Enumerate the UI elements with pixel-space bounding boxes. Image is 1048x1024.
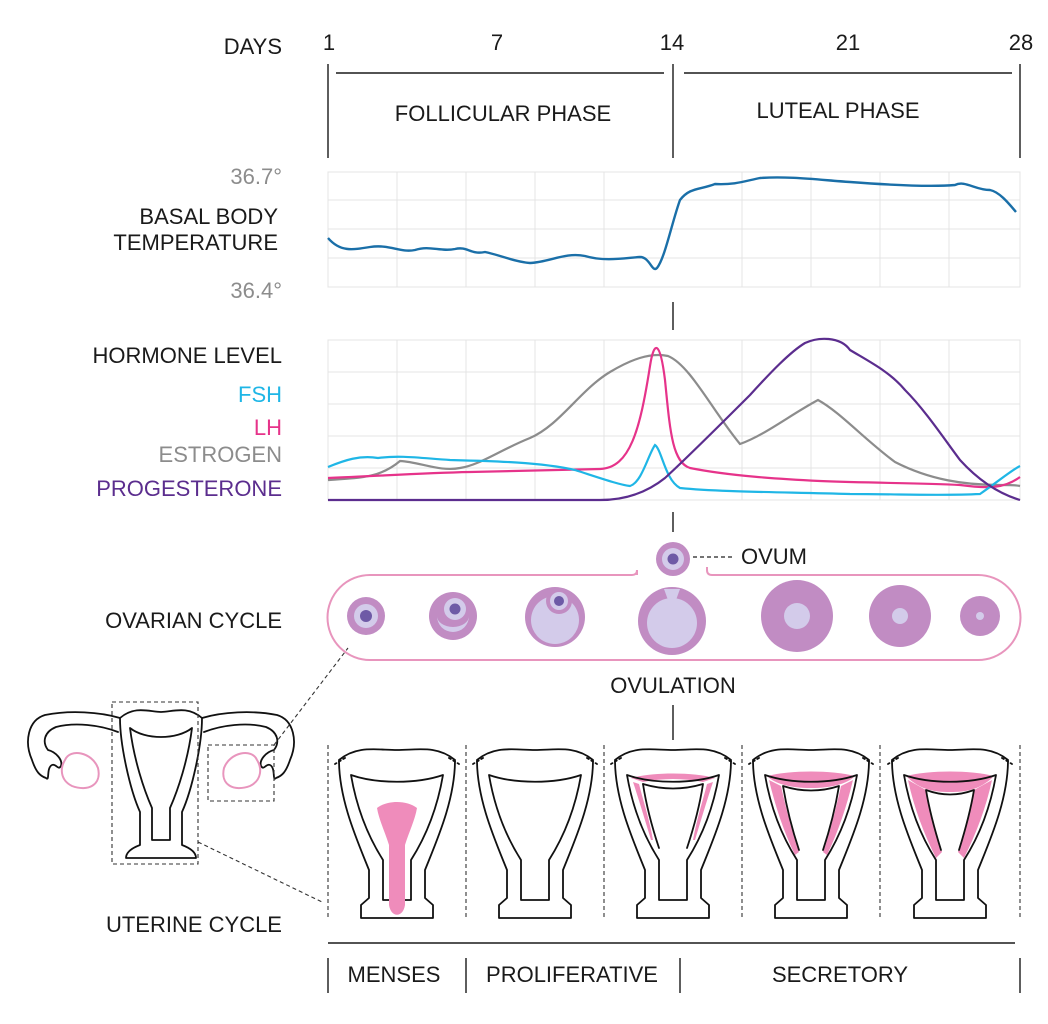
ovary-zoom-box [207, 744, 275, 802]
secondary-follicle [525, 587, 585, 647]
ovary-outline [326, 567, 1022, 661]
uterus-secretory-late [887, 748, 1013, 919]
bbt-min-label: 36.4° [230, 278, 282, 303]
right-fallopian-tube [201, 711, 295, 780]
hormone-title: HORMONE LEVEL [93, 343, 283, 368]
bbt-grid [328, 172, 1020, 287]
estrogen-curve [327, 353, 1021, 488]
days-label: DAYS [224, 34, 282, 59]
bbt-curve [327, 176, 1017, 271]
primordial-follicle [347, 597, 385, 635]
corpus-albicans [960, 596, 1000, 636]
fsh-curve [327, 443, 1021, 496]
corpus-luteum-medium [869, 585, 931, 647]
ovulation-label: OVULATION [610, 673, 736, 698]
days-timeline: DAYS 1 7 14 21 28 FOLLICULAR PHASE LUTEA… [224, 30, 1033, 158]
uterus-secretory-mid [748, 748, 874, 919]
temperature-section: BASAL BODY TEMPERATURE 36.7° 36.4° [113, 164, 1021, 303]
progesterone-curve [327, 337, 1021, 502]
bbt-title-line1: BASAL BODY [139, 204, 278, 229]
legend-fsh: FSH [238, 382, 282, 407]
bbt-title-line2: TEMPERATURE [113, 230, 278, 255]
uterus-anatomy [27, 647, 349, 903]
secretory-label: SECRETORY [772, 962, 908, 987]
right-ovary [222, 752, 262, 790]
uterine-section: UTERINE CYCLE [106, 745, 1021, 993]
legend-lh: LH [254, 415, 282, 440]
ruptured-follicle [638, 587, 706, 655]
uterus-zoom-line [197, 841, 323, 903]
proliferative-label: PROLIFERATIVE [486, 962, 658, 987]
legend-estrogen: ESTROGEN [159, 442, 282, 467]
uterus-cavity [129, 727, 193, 841]
corpus-luteum-large [761, 580, 833, 652]
follicular-phase-label: FOLLICULAR PHASE [395, 101, 611, 126]
day-tick-28: 28 [1009, 30, 1033, 55]
primary-follicle [429, 592, 477, 640]
day-tick-21: 21 [836, 30, 860, 55]
lh-curve [327, 346, 1021, 489]
hormone-grid [328, 340, 1020, 500]
ovary-zoom-line [273, 647, 349, 746]
left-fallopian-tube [27, 711, 121, 780]
uterus-menses [334, 748, 460, 919]
hormone-frame [327, 339, 1021, 501]
ovarian-cycle-title: OVARIAN CYCLE [105, 608, 282, 633]
luteal-phase-label: LUTEAL PHASE [756, 98, 919, 123]
ovum [656, 542, 690, 576]
day-tick-7: 7 [491, 30, 503, 55]
uterine-cycle-title: UTERINE CYCLE [106, 912, 282, 937]
ovum-label: OVUM [741, 544, 807, 569]
day-tick-1: 1 [323, 30, 335, 55]
uterus-body [119, 709, 203, 859]
uterus-zoom-box [111, 701, 199, 865]
uterus-secretory-early [610, 748, 736, 919]
uterus-proliferative [472, 748, 598, 919]
day-tick-14: 14 [660, 30, 684, 55]
bbt-max-label: 36.7° [230, 164, 282, 189]
bbt-frame [327, 171, 1021, 288]
ovary-section: OVARIAN CYCLE OVUM [105, 542, 1022, 698]
legend-progesterone: PROGESTERONE [96, 476, 282, 501]
menses-label: MENSES [348, 962, 441, 987]
left-ovary [60, 752, 100, 790]
hormone-section: HORMONE LEVEL FSH LH ESTROGEN PROGESTERO… [93, 337, 1021, 502]
